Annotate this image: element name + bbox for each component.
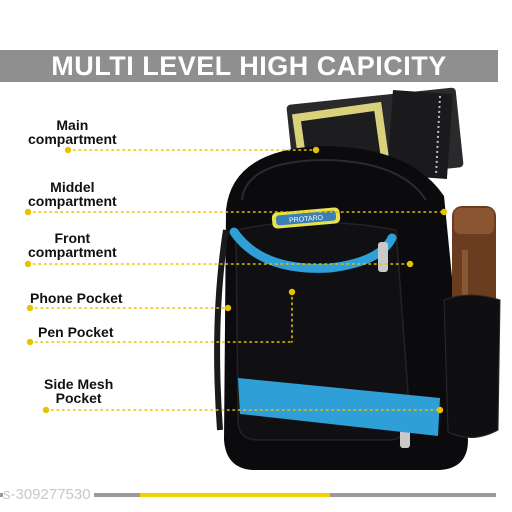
bottle-cap (454, 208, 494, 234)
label-main-line1: Main (56, 117, 89, 133)
zipper-pull-top (378, 242, 388, 272)
label-middle-compartment: Middel compartment (28, 180, 117, 208)
label-middle-line2: compartment (28, 193, 117, 209)
side-mesh-pocket (443, 294, 501, 438)
spiral-binding (435, 95, 441, 177)
bag-seam (241, 158, 427, 201)
label-front-line2: compartment (28, 244, 117, 260)
blue-band (238, 378, 440, 436)
label-main-line2: compartment (28, 131, 117, 147)
label-phone-line1: Phone Pocket (30, 290, 123, 306)
brand-patch: PROTARO (271, 207, 341, 229)
label-main-compartment: Main compartment (28, 118, 117, 146)
label-front-line1: Front (54, 230, 91, 246)
label-side-mesh-pocket: Side Mesh Pocket (44, 377, 113, 405)
watermark-text: s-309277530 (3, 486, 94, 503)
title-banner: MULTI LEVEL HIGH CAPICITY (0, 50, 498, 82)
guide-lines (27, 149, 445, 411)
label-phone-pocket: Phone Pocket (30, 291, 123, 305)
label-pen-pocket: Pen Pocket (38, 325, 113, 339)
label-middle-line1: Middel (50, 179, 95, 195)
label-side-mesh-line1: Side Mesh (44, 376, 114, 392)
label-side-mesh-line2: Pocket (55, 390, 102, 406)
footer-accent (140, 493, 330, 497)
label-front-compartment: Front compartment (28, 231, 117, 259)
guide-dots (24, 146, 448, 414)
label-pen-line1: Pen Pocket (38, 324, 114, 340)
side-strap (214, 229, 229, 431)
brand-patch-text: PROTARO (289, 214, 324, 224)
banner-title: MULTI LEVEL HIGH CAPICITY (51, 50, 447, 81)
